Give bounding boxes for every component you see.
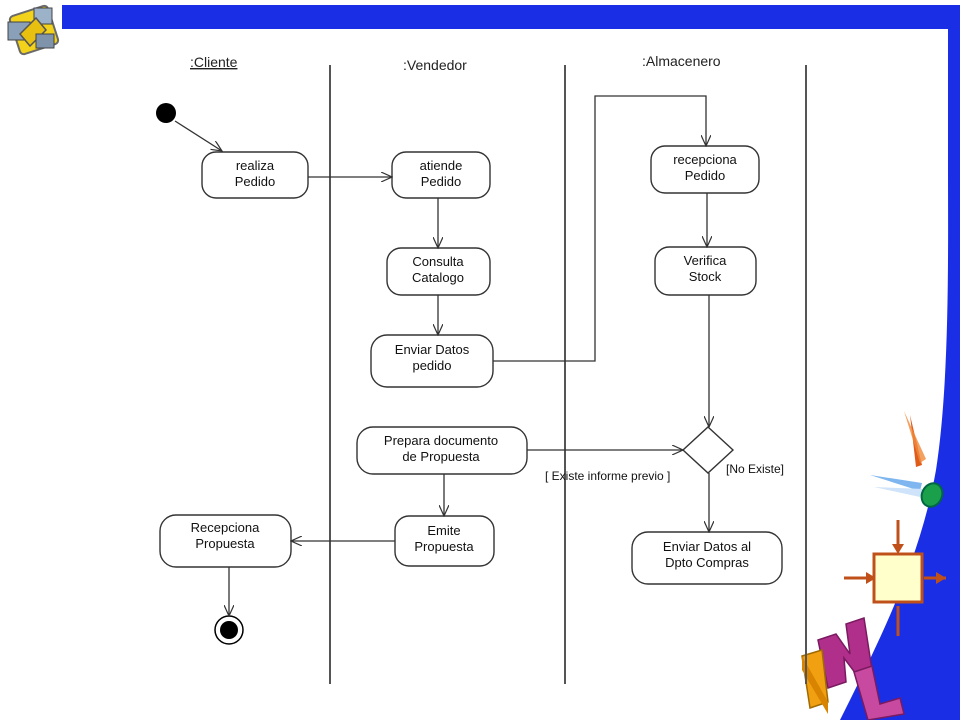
- guard-no-existe: [No Existe]: [726, 462, 784, 476]
- activity-label: Catalogo: [412, 270, 464, 285]
- activity-label: pedido: [412, 358, 451, 373]
- transition: [174, 120, 222, 151]
- activity-consulta-catalogo: Consulta Catalogo: [386, 247, 491, 296]
- activity-label: Propuesta: [414, 539, 474, 554]
- activity-verifica-stock: Verifica Stock: [654, 246, 757, 296]
- activity-label: Consulta: [412, 254, 464, 269]
- activity-label: Enviar Datos al: [663, 539, 751, 554]
- lane-title-vendedor: :Vendedor: [403, 57, 467, 73]
- decision-node: [681, 426, 735, 474]
- software-logo-icon: [7, 4, 60, 56]
- activity-enviar-datos-compras: Enviar Datos al Dpto Compras: [631, 531, 783, 585]
- activity-label: realiza: [236, 158, 275, 173]
- activity-recepciona-propuesta: Recepciona Propuesta: [159, 514, 292, 568]
- activity-realiza-pedido: realiza Pedido: [201, 151, 309, 199]
- activity-label: Enviar Datos: [395, 342, 470, 357]
- activity-label: de Propuesta: [402, 449, 480, 464]
- activity-label: Verifica: [684, 253, 727, 268]
- activity-label: Pedido: [685, 168, 725, 183]
- satellite-icon: [870, 411, 944, 508]
- node-icon: [844, 520, 946, 636]
- activity-label: Recepciona: [191, 520, 260, 535]
- top-bar: [62, 5, 960, 29]
- right-wave-decoration: [840, 28, 960, 720]
- activity-prepara-documento: Prepara documento de Propuesta: [356, 426, 528, 475]
- activity-atiende-pedido: atiende Pedido: [391, 151, 491, 199]
- lane-title-almacenero: :Almacenero: [642, 53, 721, 69]
- initial-node: [156, 103, 176, 123]
- activity-label: Propuesta: [195, 536, 255, 551]
- activity-emite-propuesta: Emite Propuesta: [394, 515, 495, 567]
- uml-logo-icon: [801, 617, 905, 720]
- activity-label: atiende: [420, 158, 463, 173]
- activity-recepciona-pedido: recepciona Pedido: [650, 145, 760, 194]
- activity-label: Emite: [427, 523, 460, 538]
- activity-enviar-datos-pedido: Enviar Datos pedido: [370, 334, 494, 388]
- activity-label: Pedido: [235, 174, 275, 189]
- activity-label: Stock: [689, 269, 722, 284]
- activity-label: Dpto Compras: [665, 555, 749, 570]
- lane-title-cliente: :Cliente: [190, 54, 238, 70]
- transition: [493, 95, 706, 362]
- guard-existe: [ Existe informe previo ]: [545, 469, 670, 483]
- activity-label: recepciona: [673, 152, 737, 167]
- activity-label: Prepara documento: [384, 433, 498, 448]
- final-node-inner: [220, 621, 238, 639]
- activity-label: Pedido: [421, 174, 461, 189]
